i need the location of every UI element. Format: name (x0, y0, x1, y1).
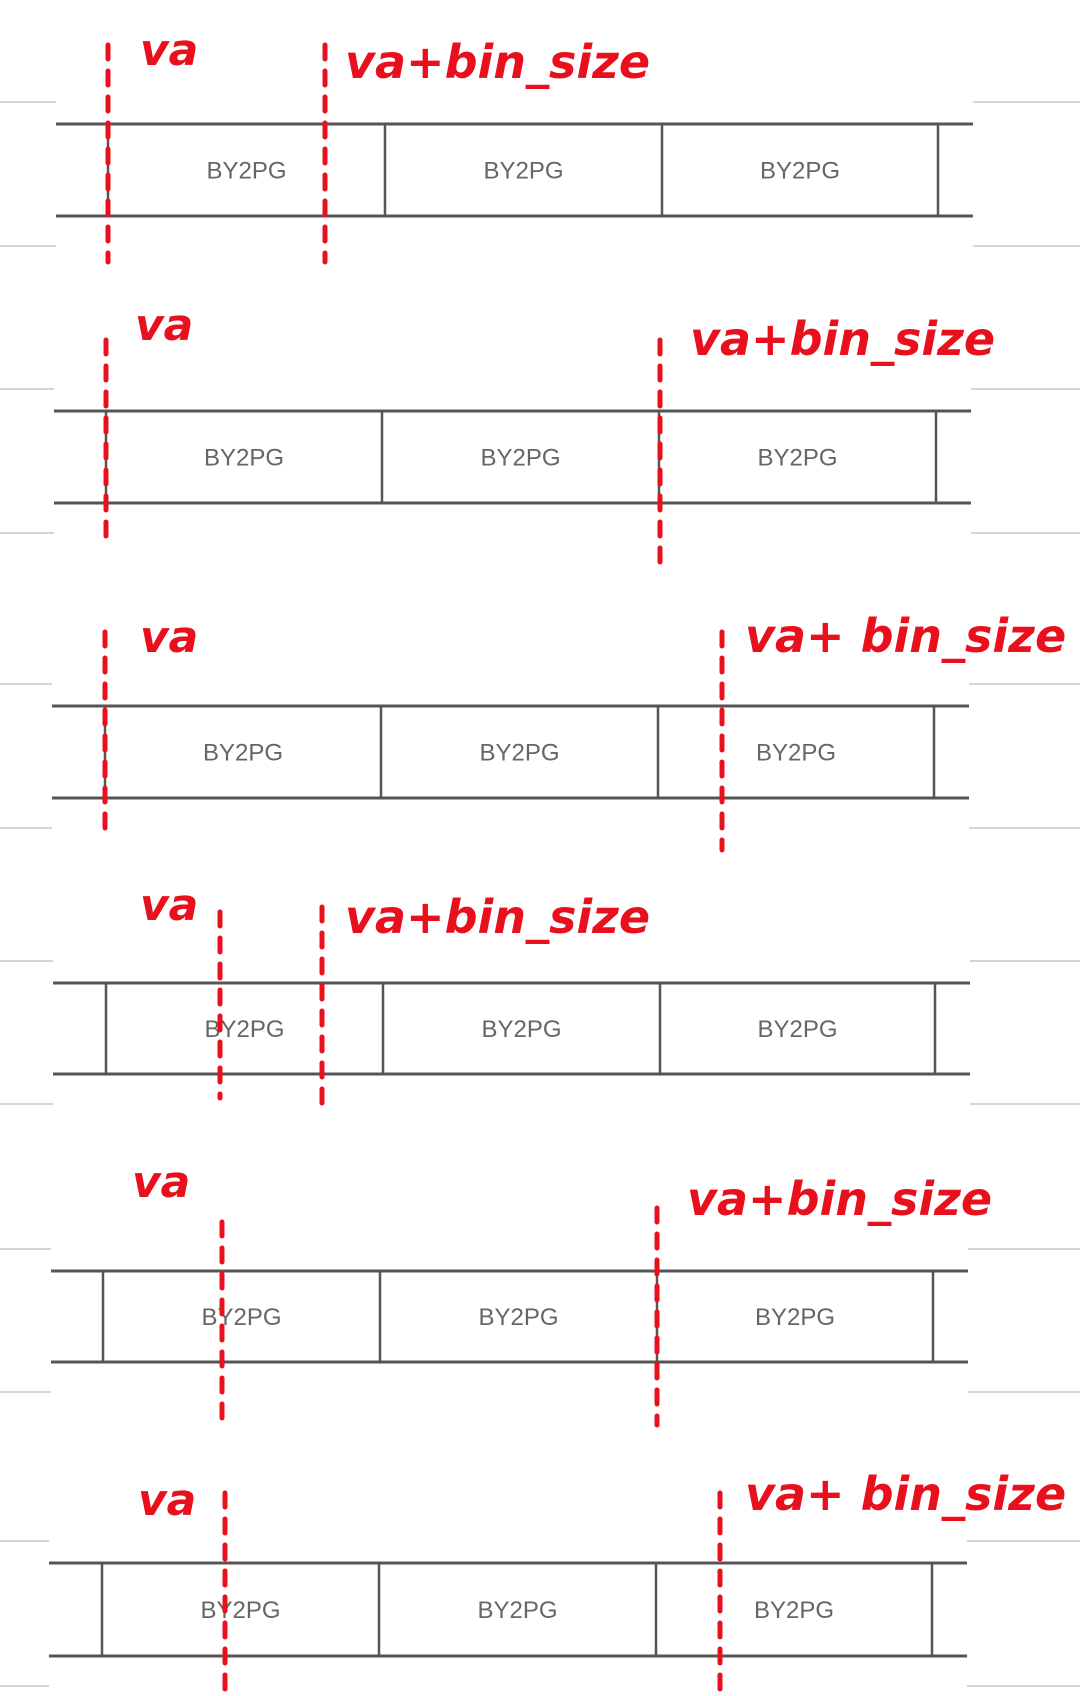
va-label: va (132, 1157, 190, 1208)
page-cell-label: BY2PG (204, 444, 284, 471)
memory-row-1: BY2PG BY2PG BY2PG va va+bin_size (0, 25, 1080, 265)
page-cell-label: BY2PG (480, 444, 560, 471)
page-cell-label: BY2PG (481, 1016, 561, 1043)
page-cell-label: BY2PG (204, 1016, 284, 1043)
page-cell-label: BY2PG (201, 1304, 281, 1331)
va-label: va (140, 612, 198, 663)
page-cell-label: BY2PG (757, 444, 837, 471)
va-label: va (138, 1475, 196, 1526)
page-cell-label: BY2PG (206, 157, 286, 184)
va-label: va (140, 25, 198, 76)
memory-row-5: BY2PG BY2PG BY2PG va va+bin_size (0, 1157, 1080, 1428)
page-cell-label: BY2PG (479, 739, 559, 766)
va-label: va (140, 880, 198, 931)
va-label: va (135, 300, 193, 351)
page-cell-label: BY2PG (756, 739, 836, 766)
page-cell-label: BY2PG (203, 739, 283, 766)
memory-row-6: BY2PG BY2PG BY2PG va va+ bin_size . (0, 1467, 1080, 1696)
va-bin-size-label: va+bin_size (345, 890, 650, 944)
va-bin-size-label: va+bin_size (687, 1172, 992, 1226)
va-bin-size-label: va+ bin_size . (745, 1467, 1080, 1521)
page-cell-label: BY2PG (478, 1304, 558, 1331)
page-cell-label: BY2PG (755, 1304, 835, 1331)
page-cell-label: BY2PG (760, 157, 840, 184)
page-cell-label: BY2PG (483, 157, 563, 184)
va-bin-size-label: va+bin_size (345, 35, 650, 89)
va-bin-size-label: va+ bin_size . (745, 609, 1080, 663)
memory-row-2: BY2PG BY2PG BY2PG va va+bin_size (0, 300, 1080, 568)
page-cell-label: BY2PG (757, 1016, 837, 1043)
va-bin-size-label: va+bin_size (690, 312, 995, 366)
page-cell-label: BY2PG (754, 1597, 834, 1624)
memory-row-4: BY2PG BY2PG BY2PG va va+bin_size (0, 880, 1080, 1118)
memory-row-3: BY2PG BY2PG BY2PG va va+ bin_size . (0, 609, 1080, 853)
page-cell-label: BY2PG (477, 1597, 557, 1624)
page-cell-label: BY2PG (200, 1597, 280, 1624)
